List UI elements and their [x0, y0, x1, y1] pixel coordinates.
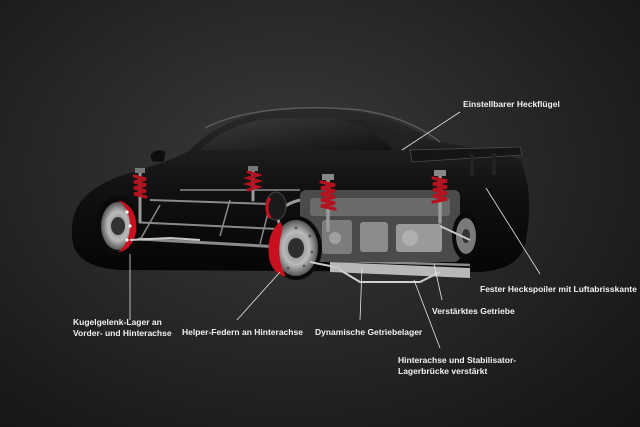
- spring-rear-left: [319, 174, 337, 232]
- coilover-springs: [132, 166, 448, 232]
- label-ball-joint-bearing: Kugelgelenk-Lager an Vorder- und Hintera…: [73, 317, 172, 339]
- engine-block: [276, 190, 460, 262]
- label-ball-joint-line1: Kugelgelenk-Lager an: [73, 317, 162, 327]
- label-ball-joint-line2: Vorder- und Hinterachse: [73, 328, 172, 338]
- label-rear-axle-brace: Hinterachse und Stabilisator- Lagerbrück…: [398, 355, 516, 377]
- label-rear-spoiler: Fester Heckspoiler mit Luftabrisskante: [480, 284, 637, 294]
- car-window-rear: [345, 120, 420, 150]
- front-wheel: [96, 196, 140, 256]
- label-rear-wing: Einstellbarer Heckflügel: [463, 99, 560, 109]
- car-window: [200, 118, 392, 150]
- label-reinforced-gearbox: Verstärktes Getriebe: [432, 306, 515, 316]
- label-rear-axle-line1: Hinterachse und Stabilisator-: [398, 355, 517, 365]
- spring-front-left: [132, 168, 148, 224]
- spring-front-right: [242, 166, 264, 202]
- label-helper-springs: Helper-Federn an Hinterachse: [182, 327, 303, 337]
- label-gearbox-mounts: Dynamische Getriebelager: [315, 327, 423, 337]
- label-rear-axle-line2: Lagerbrücke verstärkt: [398, 366, 488, 376]
- rear-wheel: [268, 216, 322, 280]
- leader-lines: [129, 111, 541, 349]
- spring-rear-right: [431, 170, 448, 224]
- far-rear-wheel: [452, 212, 480, 260]
- rear-wing: [409, 146, 523, 176]
